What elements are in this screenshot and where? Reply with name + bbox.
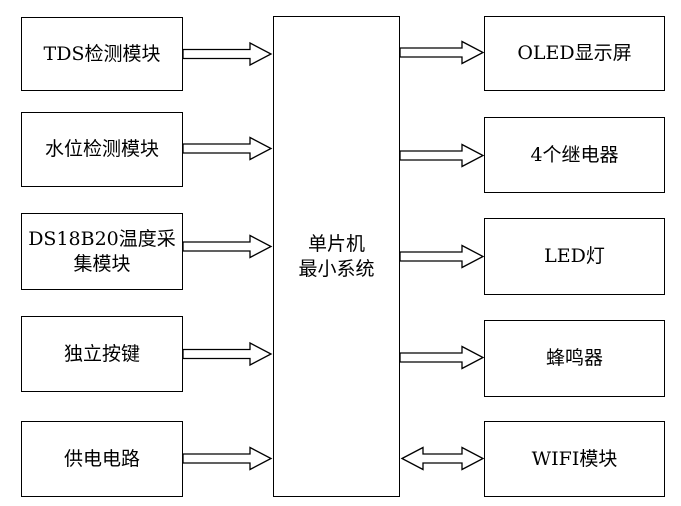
tds-module-label: TDS检测模块 [43,42,161,65]
temperature-module-box: DS18B20温度采 集模块 [21,213,183,290]
arrow-water-level-to-mcu [182,136,273,161]
water-level-module-box: 水位检测模块 [21,112,183,187]
wifi-module-label: WIFI模块 [531,447,618,470]
arrow-power-to-mcu [182,446,273,471]
oled-module-label: OLED显示屏 [517,42,632,64]
wifi-module-box: WIFI模块 [484,421,665,497]
arrow-temperature-to-mcu [182,234,273,259]
temperature-module-label: DS18B20温度采 集模块 [28,227,176,275]
arrow-mcu-to-relay [399,143,485,168]
oled-module-box: OLED显示屏 [484,16,665,91]
arrow-mcu-to-oled [399,40,485,65]
led-module-label: LED灯 [544,245,605,267]
tds-module-box: TDS检测模块 [21,17,183,91]
arrow-mcu-to-led [399,244,485,269]
power-module-box: 供电电路 [21,421,183,497]
relay-module-label: 4个继电器 [530,143,619,166]
arrow-mcu-wifi-bidirectional [400,446,485,471]
buzzer-module-box: 蜂鸣器 [484,320,665,397]
water-level-module-label: 水位检测模块 [44,138,159,160]
relay-module-box: 4个继电器 [484,117,665,193]
arrow-tds-to-mcu [182,41,273,67]
button-module-label: 独立按键 [63,342,140,365]
arrow-button-to-mcu [182,341,273,367]
led-module-box: LED灯 [484,218,665,295]
power-module-label: 供电电路 [63,447,140,470]
button-module-box: 独立按键 [21,316,183,392]
mcu-box: 单片机 最小系统 [273,16,400,497]
buzzer-module-label: 蜂鸣器 [545,347,603,369]
mcu-label: 单片机 最小系统 [298,232,375,280]
arrow-mcu-to-buzzer [399,345,485,370]
